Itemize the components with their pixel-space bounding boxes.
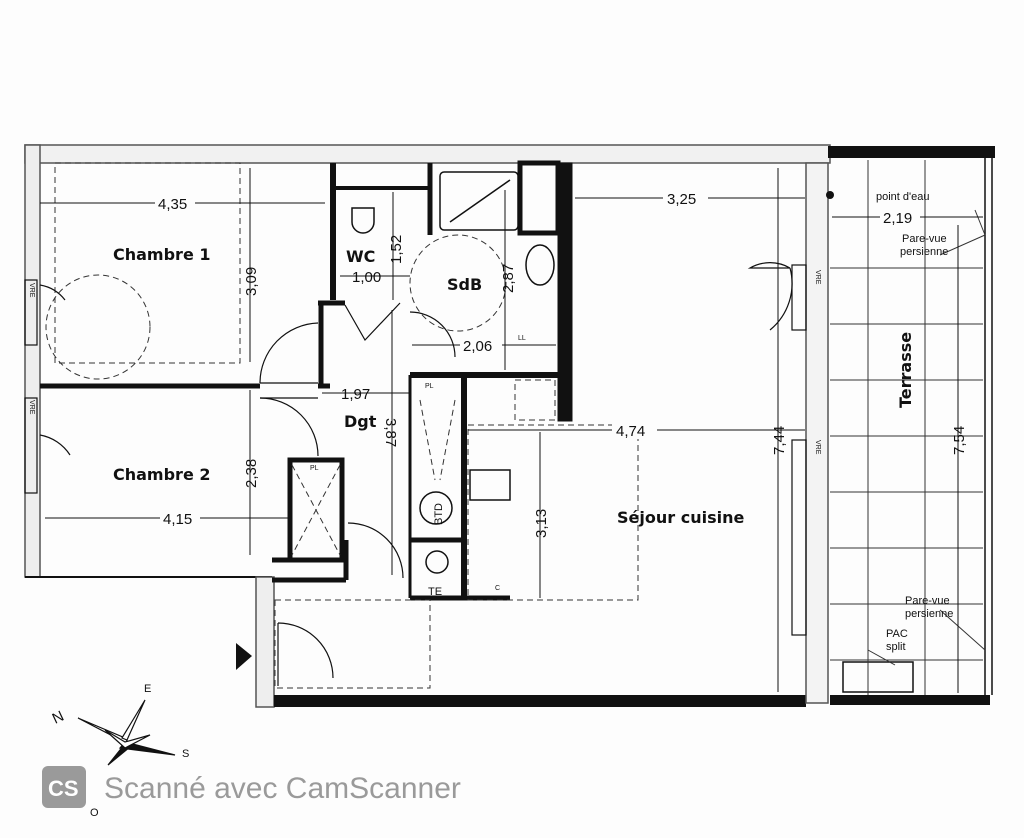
label-pare-vue-2: Pare-vue xyxy=(905,595,950,607)
label-pl-placard: PL xyxy=(425,383,434,390)
label-te: TE xyxy=(428,586,442,598)
dim-ch1-width: 4,35 xyxy=(158,196,187,213)
label-vre-4: VRE xyxy=(28,400,35,415)
compass-e: E xyxy=(144,683,151,695)
furniture-outlines xyxy=(45,162,639,689)
fixtures xyxy=(351,171,914,693)
dim-dgt-width: 1,97 xyxy=(341,386,370,403)
label-persienne-1: persienne xyxy=(900,246,948,258)
dim-wc-depth: 1,52 xyxy=(388,235,405,264)
label-c: C xyxy=(495,585,500,592)
dim-sejour-width: 4,74 xyxy=(616,423,645,440)
terrace-grid xyxy=(830,160,986,695)
label-point-eau: point d'eau xyxy=(876,191,929,203)
camscanner-logo: CS xyxy=(48,776,79,801)
room-label-sdb: SdB xyxy=(447,275,482,294)
compass-s: S xyxy=(182,748,189,760)
label-pac: PAC xyxy=(886,628,908,640)
dim-sejour-top: 3,25 xyxy=(667,191,696,208)
watermark-text: Scanné avec CamScanner xyxy=(104,772,461,805)
label-persienne-2: persienne xyxy=(905,608,953,620)
label-btd: BTD xyxy=(433,503,445,525)
dim-terrasse-depth: 7,54 xyxy=(951,426,968,455)
dim-ch2-depth: 2,38 xyxy=(243,459,260,488)
label-pare-vue-1: Pare-vue xyxy=(902,233,947,245)
dim-terrasse-width: 2,19 xyxy=(883,210,912,227)
dim-dgt-depth: 3,87 xyxy=(382,418,399,447)
walls xyxy=(24,144,995,708)
dim-kitchen-depth: 3,13 xyxy=(533,509,550,538)
doors xyxy=(24,262,807,686)
label-split: split xyxy=(886,641,906,653)
label-vre-2: VRE xyxy=(814,440,821,455)
entrance-arrow-icon xyxy=(236,643,252,670)
room-label-terrasse: Terrasse xyxy=(896,332,915,408)
camscanner-watermark: CS Scanné avec CamScanner xyxy=(42,766,461,808)
label-pl-chambre: PL xyxy=(310,465,319,472)
dim-sdb-depth: 2,87 xyxy=(500,264,517,293)
compass-rose-icon xyxy=(77,699,176,766)
room-label-dgt: Dgt xyxy=(344,412,377,431)
dim-ch1-depth: 3,09 xyxy=(243,267,260,296)
water-point-icon xyxy=(826,191,834,199)
room-label-sejour-cuisine: Séjour cuisine xyxy=(617,508,744,527)
dimension-label-backgrounds xyxy=(155,189,920,527)
room-label-wc: WC xyxy=(346,247,375,266)
label-ll: LL xyxy=(518,335,526,342)
label-vre-3: VRE xyxy=(28,283,35,298)
dim-sdb-width: 2,06 xyxy=(463,338,492,355)
room-label-chambre-1: Chambre 1 xyxy=(113,245,211,264)
compass-o: O xyxy=(90,807,99,819)
dim-wc-width: 1,00 xyxy=(352,269,381,286)
room-label-chambre-2: Chambre 2 xyxy=(113,465,211,484)
compass-n: N xyxy=(50,708,67,728)
dim-sejour-depth: 7,44 xyxy=(771,426,788,455)
dim-ch2-width: 4,15 xyxy=(163,511,192,528)
label-vre-1: VRE xyxy=(814,270,821,285)
